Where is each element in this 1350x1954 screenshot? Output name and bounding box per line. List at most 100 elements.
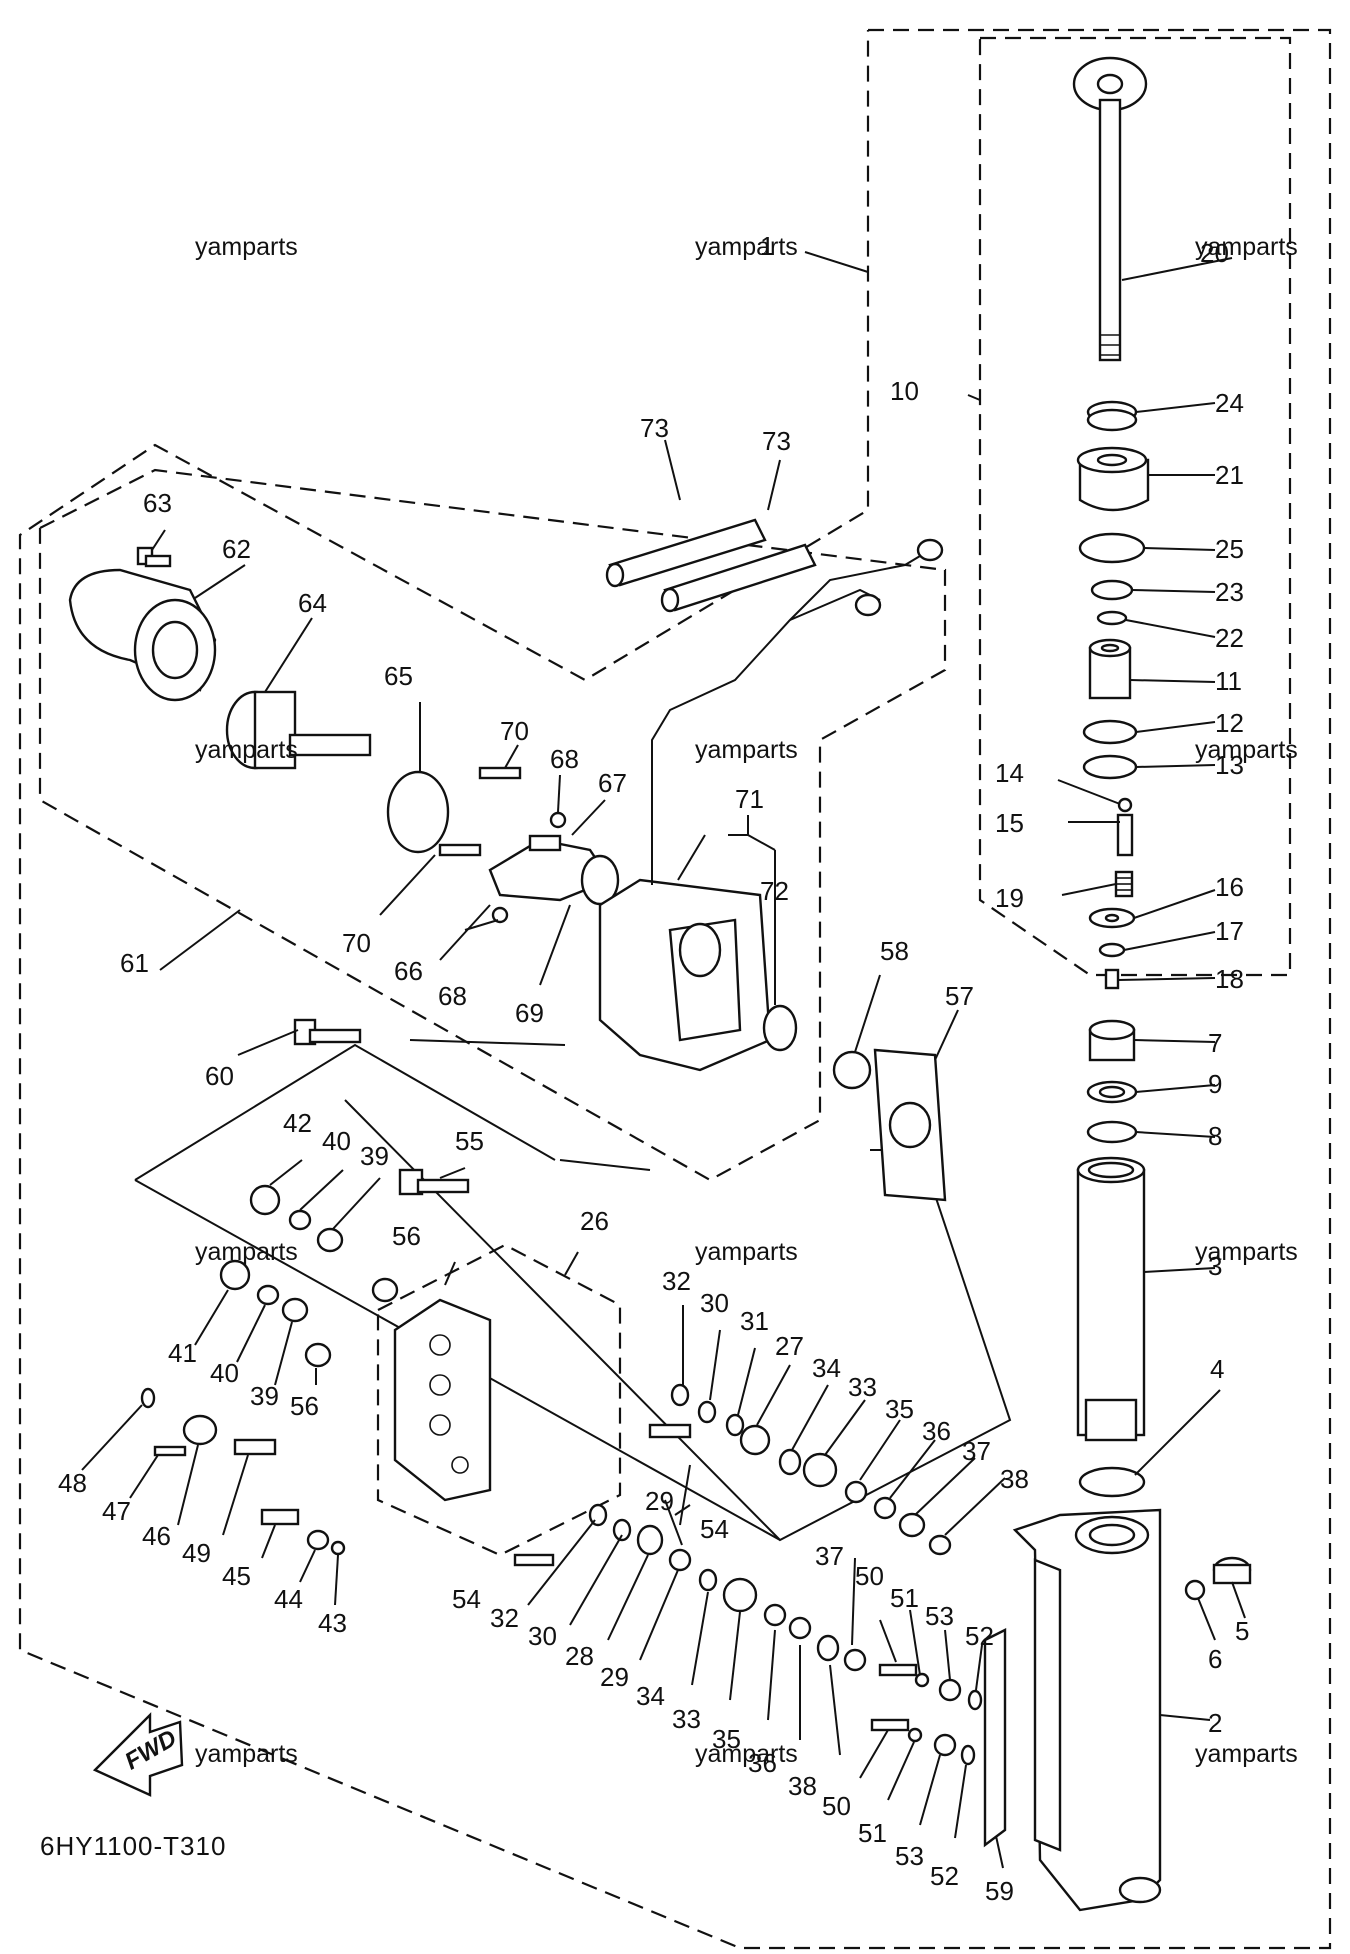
- callout-52a: 52: [965, 1621, 994, 1651]
- o-ring-65: [386, 770, 450, 854]
- callout-49: 49: [182, 1538, 211, 1568]
- callout-33a: 33: [848, 1372, 877, 1402]
- pump-housing-71: [598, 878, 772, 1072]
- callout-70b: 70: [342, 928, 371, 958]
- callout-56b: 56: [290, 1391, 319, 1421]
- brush-holder-66-69: [488, 838, 620, 906]
- callout-40b: 40: [210, 1358, 239, 1388]
- watermark: yamparts: [1195, 1740, 1298, 1768]
- callout-40a: 40: [322, 1126, 351, 1156]
- watermark: yamparts: [695, 1740, 798, 1768]
- callout-5: 5: [1235, 1616, 1249, 1646]
- watermarks: yamparts yamparts yamparts yamparts yamp…: [195, 233, 1298, 1768]
- cable: [651, 538, 944, 885]
- gasket-57: [873, 1048, 947, 1202]
- o-ring-4: [1078, 1466, 1146, 1498]
- callout-29b: 29: [600, 1662, 629, 1692]
- leader-lines: [81, 251, 1246, 1869]
- callout-38b: 38: [788, 1771, 817, 1801]
- bolt-55: [398, 1168, 470, 1196]
- callout-57: 57: [945, 981, 974, 1011]
- small-parts-left: [140, 1184, 399, 1556]
- callout-51b: 51: [858, 1818, 887, 1848]
- callout-36b: 36: [748, 1748, 777, 1778]
- cylinder-body-2: [1012, 1508, 1162, 1912]
- callout-42: 42: [283, 1108, 312, 1138]
- screw-18: [1104, 968, 1120, 990]
- o-ring-8: [1086, 1120, 1138, 1144]
- callout-68b: 68: [438, 981, 467, 1011]
- callout-23: 23: [1215, 577, 1244, 607]
- o-ring-25: [1078, 532, 1146, 564]
- seal-13: [1082, 754, 1138, 780]
- callout-30a: 30: [700, 1288, 729, 1318]
- watermark: yamparts: [195, 736, 298, 764]
- callout-47: 47: [102, 1496, 131, 1526]
- tubes-73: [605, 518, 817, 613]
- callout-38a: 38: [1000, 1464, 1029, 1494]
- bolts-70: [438, 766, 522, 857]
- watermark: yamparts: [695, 233, 798, 261]
- callout-32b: 32: [490, 1603, 519, 1633]
- callout-73a: 73: [640, 413, 669, 443]
- callout-26: 26: [580, 1206, 609, 1236]
- o-ring-6: [1184, 1579, 1206, 1601]
- callout-labels: 1 2 3 4 5 6 7 8 9 10 11 12 13 14 15 16 1…: [58, 231, 1249, 1906]
- callout-15: 15: [995, 808, 1024, 838]
- callout-39a: 39: [360, 1141, 389, 1171]
- callout-53b: 53: [895, 1841, 924, 1871]
- callout-1: 1: [760, 231, 774, 261]
- callout-43: 43: [318, 1608, 347, 1638]
- callout-32a: 32: [662, 1266, 691, 1296]
- callout-50a: 50: [855, 1561, 884, 1591]
- callout-46: 46: [142, 1521, 171, 1551]
- callout-37a: 37: [962, 1436, 991, 1466]
- callout-39b: 39: [250, 1381, 279, 1411]
- seal-9: [1086, 1080, 1138, 1104]
- callout-58: 58: [880, 936, 909, 966]
- callout-69: 69: [515, 998, 544, 1028]
- callout-34a: 34: [812, 1353, 841, 1383]
- callout-48: 48: [58, 1468, 87, 1498]
- callout-63: 63: [143, 488, 172, 518]
- reservoir-59: [983, 1628, 1007, 1848]
- gear-72: [762, 1004, 798, 1052]
- pin-15: [1116, 813, 1134, 857]
- seat-16: [1088, 907, 1136, 929]
- callout-35a: 35: [885, 1394, 914, 1424]
- callout-52b: 52: [930, 1861, 959, 1891]
- diagram-code: 6HY1100-T310: [40, 1831, 226, 1861]
- callout-29a: 29: [645, 1486, 674, 1516]
- watermark: yamparts: [695, 1238, 798, 1266]
- callout-31: 31: [740, 1306, 769, 1336]
- callout-71: 71: [735, 784, 764, 814]
- callout-65: 65: [384, 661, 413, 691]
- callout-36a: 36: [922, 1416, 951, 1446]
- seal-24: [1086, 400, 1138, 432]
- callout-10: 10: [890, 376, 919, 406]
- callout-3: 3: [1208, 1251, 1222, 1281]
- callout-54b: 54: [452, 1584, 481, 1614]
- ring-23: [1090, 579, 1134, 601]
- watermark: yamparts: [1195, 1238, 1298, 1266]
- callout-60: 60: [205, 1061, 234, 1091]
- bolt-60: [293, 1018, 362, 1046]
- valve-body-26: [393, 1298, 492, 1502]
- callout-61: 61: [120, 948, 149, 978]
- callout-66: 66: [394, 956, 423, 986]
- callout-14: 14: [995, 758, 1024, 788]
- o-ring-12: [1082, 719, 1138, 745]
- callout-6: 6: [1208, 1644, 1222, 1674]
- o-ring-58: [832, 1050, 872, 1090]
- callout-64: 64: [298, 588, 327, 618]
- callout-4: 4: [1210, 1354, 1224, 1384]
- o-ring-22: [1096, 610, 1128, 626]
- callout-55: 55: [455, 1126, 484, 1156]
- watermark: yamparts: [1195, 736, 1298, 764]
- brush-67: [528, 834, 562, 852]
- callout-9: 9: [1208, 1069, 1222, 1099]
- callout-53a: 53: [925, 1601, 954, 1631]
- spring-19: [1114, 870, 1134, 898]
- callout-21: 21: [1215, 460, 1244, 490]
- callout-22: 22: [1215, 623, 1244, 653]
